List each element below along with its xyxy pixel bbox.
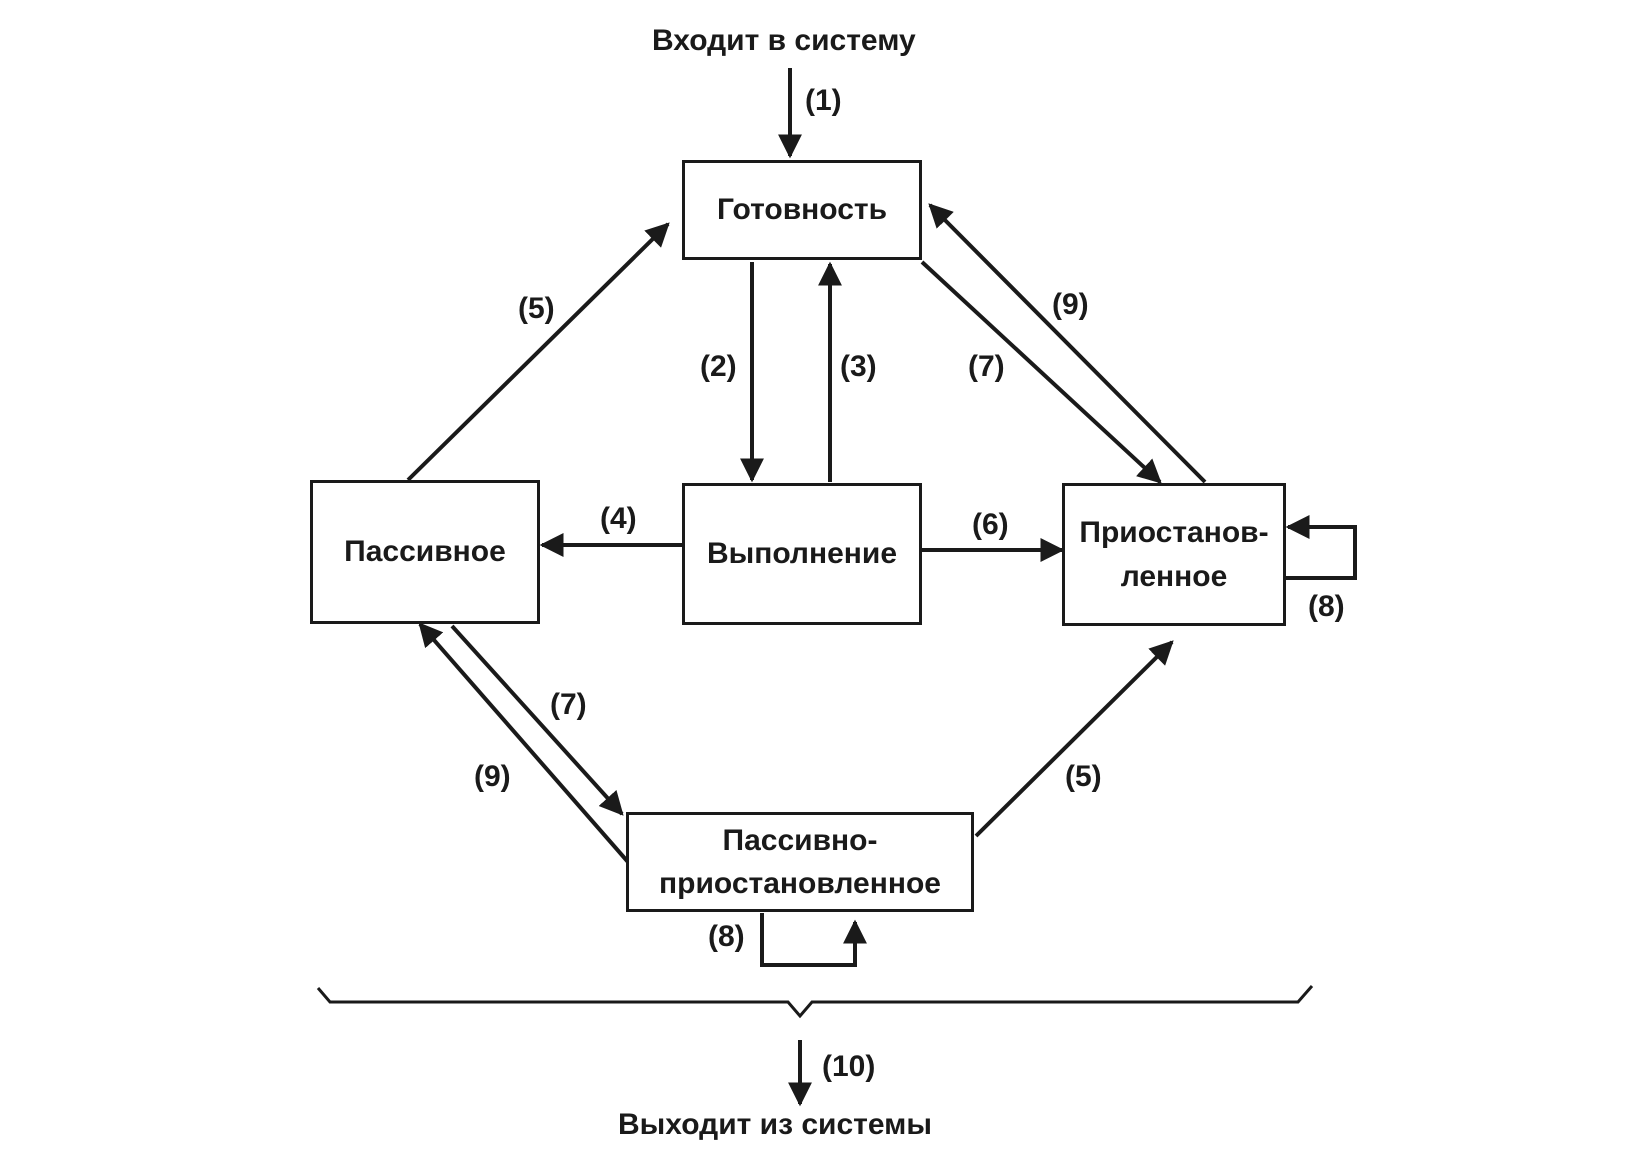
arrow-5-passive-suspended-to-suspended xyxy=(974,640,1174,838)
exit-brace xyxy=(316,985,1314,1019)
label-t7-bottom: (7) xyxy=(550,688,587,721)
state-ready: Готовность xyxy=(682,160,922,260)
state-running: Выполнение xyxy=(682,483,922,625)
state-passive-label: Пассивное xyxy=(344,535,506,569)
state-suspended-label-line2: ленное xyxy=(1120,559,1228,593)
label-t1: (1) xyxy=(805,84,842,117)
label-t3: (3) xyxy=(840,350,877,383)
arrow-8-passive-suspended-self-loop xyxy=(760,913,867,967)
label-t10: (10) xyxy=(822,1050,876,1083)
arrow-8-suspended-self-loop xyxy=(1285,515,1357,580)
label-t9-bottom: (9) xyxy=(474,760,511,793)
state-passive-suspended-label-line1: Пассивно- xyxy=(722,823,878,857)
state-running-label: Выполнение xyxy=(706,537,898,571)
label-t6: (6) xyxy=(972,508,1009,541)
label-t8-bottom: (8) xyxy=(708,920,745,953)
arrow-5-passive-to-ready xyxy=(406,222,670,482)
state-passive-suspended: Пассивно- приостановленное xyxy=(626,812,974,912)
label-t5-top: (5) xyxy=(518,292,555,325)
state-suspended: Приостанов- ленное xyxy=(1062,483,1286,626)
arrow-9-passive-suspended-to-passive xyxy=(418,622,630,864)
label-t7-top: (7) xyxy=(968,350,1005,383)
entry-label: Входит в систему xyxy=(652,24,916,57)
label-t5-bottom: (5) xyxy=(1065,760,1102,793)
state-ready-label: Готовность xyxy=(716,193,888,227)
state-passive-suspended-label-line2: приостановленное xyxy=(659,867,941,900)
arrow-9-suspended-to-ready xyxy=(928,203,1207,484)
arrow-7-passive-to-passive-suspended xyxy=(450,624,624,816)
label-t8-right: (8) xyxy=(1308,590,1345,623)
arrow-7-ready-to-suspended xyxy=(920,260,1162,484)
label-t2: (2) xyxy=(700,350,737,383)
label-t4: (4) xyxy=(600,502,637,535)
label-t9-top: (9) xyxy=(1052,288,1089,321)
exit-label: Выходит из системы xyxy=(618,1108,932,1141)
state-suspended-label-line1: Приостанов- xyxy=(1079,516,1269,549)
state-passive: Пассивное xyxy=(310,480,540,624)
